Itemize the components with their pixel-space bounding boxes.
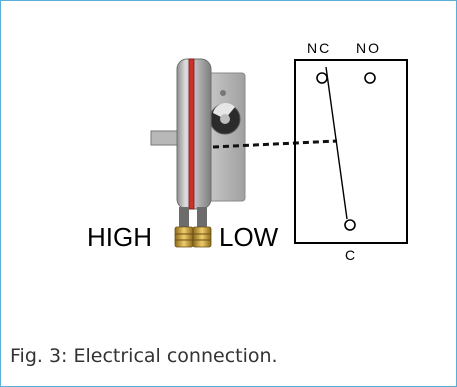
nc-terminal: [316, 72, 328, 84]
knob-highlight: [213, 103, 235, 119]
figure-caption: Fig. 3: Electrical connection.: [10, 345, 278, 367]
nc-terminal-label: NC: [307, 40, 331, 56]
c-terminal-label: C: [345, 247, 355, 263]
contact-box: [294, 59, 408, 244]
c-terminal: [344, 219, 356, 231]
no-terminal: [364, 72, 376, 84]
high-port-fitting: [174, 226, 194, 248]
low-pressure-label: LOW: [219, 222, 279, 252]
low-port-fitting: [192, 226, 212, 248]
high-port-tube: [179, 207, 189, 229]
side-tab: [150, 130, 180, 146]
pressure-switch-device: [150, 58, 246, 248]
switch-contact-diagram: NC NO C: [294, 40, 408, 263]
no-terminal-label: NO: [356, 40, 381, 56]
high-pressure-label: HIGH: [87, 222, 152, 252]
diaphragm-red-strip: [188, 58, 195, 210]
housing-screw: [220, 90, 226, 96]
electrical-connection-diagram: HIGH LOW NC NO C: [87, 40, 408, 263]
low-port-tube: [197, 207, 207, 229]
mechanical-linkage-dashed-line: [212, 139, 338, 149]
switch-contact-arm: [325, 66, 348, 220]
knob-center: [220, 114, 230, 124]
